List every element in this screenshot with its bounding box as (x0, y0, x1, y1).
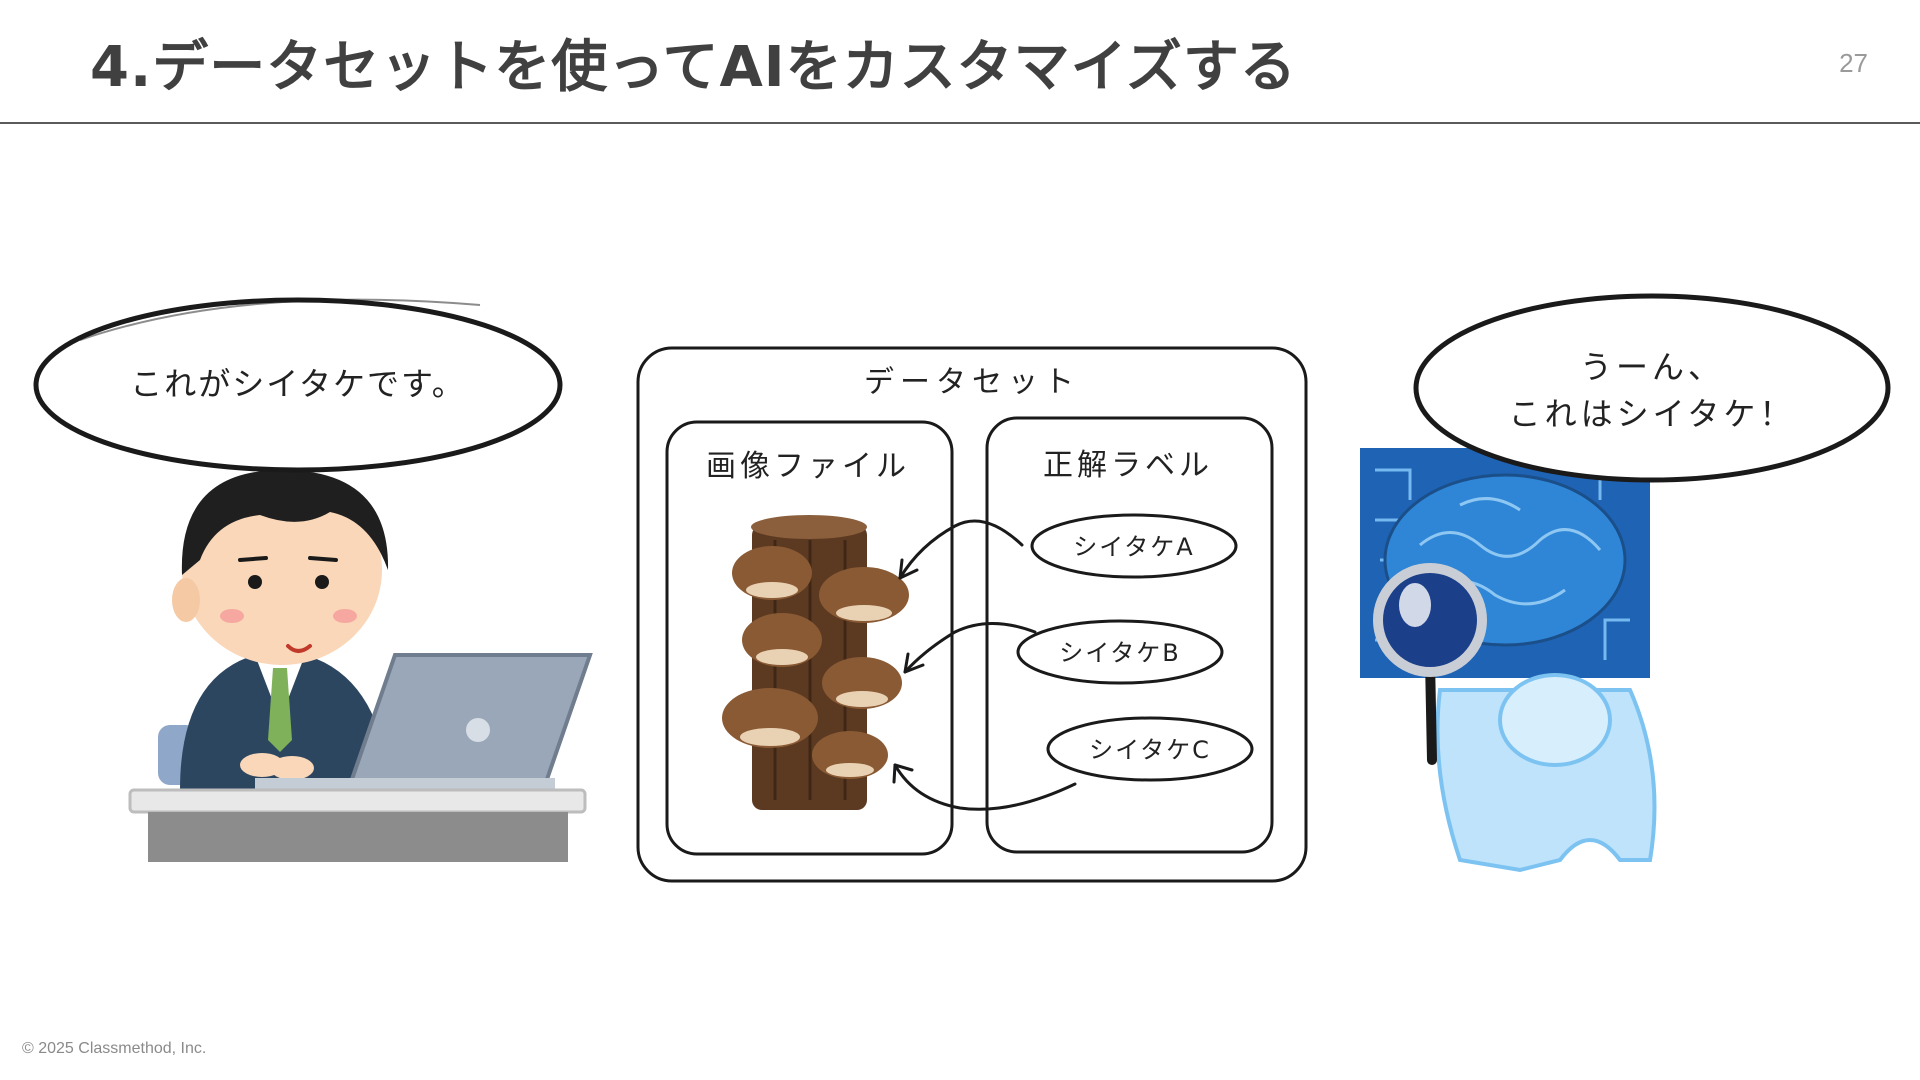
ai-robot-illustration (1360, 448, 1657, 873)
arrow-head-b (903, 652, 925, 674)
label-b: シイタケB (1016, 619, 1224, 685)
page-number: 27 (1839, 48, 1868, 78)
label-a-text: シイタケA (1073, 533, 1194, 561)
label-arrows (892, 519, 1077, 811)
labels-panel: 正解ラベル シイタケA シイタケB シイタケC (985, 416, 1274, 854)
header-divider (0, 122, 1920, 124)
copyright-footer: © 2025 Classmethod, Inc. (22, 1040, 207, 1057)
shiitake-log-image (722, 515, 909, 810)
speech-text-right-line2: これはシイタケ！ (1509, 395, 1796, 433)
speech-text-right-line1: うーん、 (1580, 348, 1724, 386)
speech-bubble-left: これがシイタケです。 (33, 297, 563, 473)
labels-title: 正解ラベル (1043, 448, 1213, 483)
arrow-label-a (898, 519, 1024, 580)
arrow-head-a (898, 558, 919, 580)
arrow-head-c (892, 763, 914, 784)
mushroom (819, 567, 909, 623)
slide-title: 4.データセットを使ってAIをカスタマイズする (90, 35, 1297, 100)
arrow-label-c (893, 763, 1077, 811)
speech-bubble-right: うーん、 これはシイタケ！ (1413, 293, 1891, 483)
dataset-title: データセット (864, 365, 1080, 400)
label-a: シイタケA (1030, 513, 1238, 579)
mushroom (732, 546, 812, 600)
mushroom (812, 731, 888, 779)
image-files-title: 画像ファイル (706, 449, 910, 484)
mushroom (722, 688, 818, 748)
arrow-label-b (903, 622, 1037, 674)
mushroom (742, 613, 822, 667)
mushroom (822, 657, 902, 709)
image-files-panel: 画像ファイル (665, 420, 954, 856)
label-c: シイタケC (1046, 716, 1254, 782)
magnifier-icon (1373, 563, 1487, 765)
label-c-text: シイタケC (1089, 736, 1211, 764)
label-b-text: シイタケB (1059, 639, 1181, 667)
person-at-laptop-illustration (128, 470, 593, 862)
speech-text-left: これがシイタケです。 (130, 365, 466, 403)
dataset-diagram: データセット 画像ファイル (636, 346, 1308, 883)
